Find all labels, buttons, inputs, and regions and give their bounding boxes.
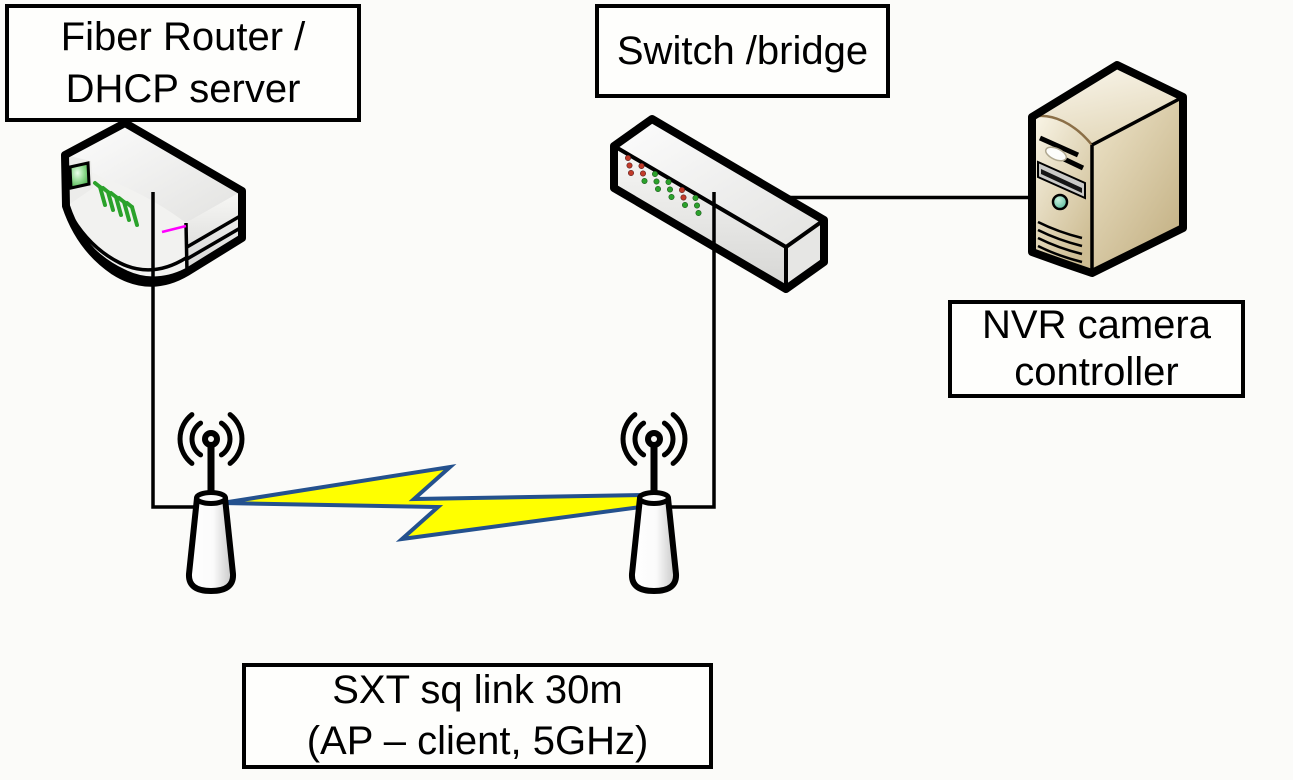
label-line: controller [1014, 350, 1179, 394]
nvr-tower-icon [1028, 61, 1187, 277]
vent-lines [1037, 220, 1083, 264]
label-sxt-link: SXT sq link 30m (AP – client, 5GHz) [242, 663, 713, 769]
switch-icon [610, 115, 828, 293]
switch-led-dots [624, 155, 702, 217]
label-line: DHCP server [65, 67, 301, 111]
label-nvr-camera-controller: NVR camera controller [948, 300, 1245, 398]
label-fiber-router: Fiber Router / DHCP server [5, 4, 361, 122]
label-line: Fiber Router / [60, 15, 306, 59]
router-led-ticks [93, 181, 139, 227]
lightning-bolt-icon [221, 463, 652, 542]
label-line: SXT sq link 30m [332, 668, 623, 712]
label-line: NVR camera [982, 303, 1211, 347]
label-switch-bridge: Switch /bridge [595, 4, 890, 98]
label-line: Switch /bridge [616, 29, 869, 73]
label-line: (AP – client, 5GHz) [306, 719, 649, 763]
power-button [1051, 193, 1069, 211]
drive-bay-details [1037, 135, 1086, 264]
router-magenta-accent [161, 224, 187, 234]
